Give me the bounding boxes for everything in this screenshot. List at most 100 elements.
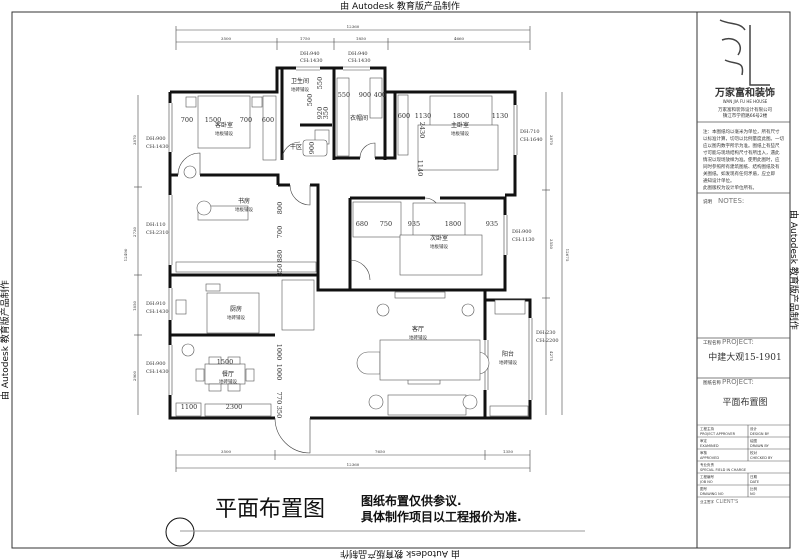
- label-text: 700: [240, 116, 252, 124]
- plant-icon: [181, 343, 195, 357]
- windows: [168, 66, 533, 400]
- title-block-frame: [696, 11, 791, 549]
- chair: [208, 383, 222, 392]
- label-text: 750: [380, 220, 392, 228]
- label-text: 600: [262, 116, 274, 124]
- plant-icon: [196, 200, 212, 216]
- furniture: [175, 77, 529, 417]
- floor-finish: 地砖铺设: [409, 334, 427, 341]
- label-text: PROJECT:: [722, 338, 754, 346]
- floor-finish: 地砖铺设: [219, 378, 237, 385]
- door-swings[interactable]: [177, 141, 441, 454]
- label-text: 935: [408, 220, 420, 228]
- watermark-right: 由 Autodesk 教育版产品制作: [788, 210, 800, 330]
- label-text: DRAWING NO: [700, 492, 724, 496]
- chair: [227, 356, 241, 365]
- label-text: CH:2200: [536, 338, 559, 344]
- floor-finish: 地砖铺设: [499, 359, 517, 366]
- floor-finish: 地砖铺设: [291, 86, 309, 93]
- label-text: 500: [306, 94, 314, 106]
- label-text: 工程主持: [700, 426, 714, 431]
- plant-icon: [461, 303, 475, 317]
- dim-top-total: 12360: [347, 24, 360, 29]
- label-text: 校对: [750, 450, 758, 455]
- notes-label: 说明: [703, 198, 712, 205]
- label-text: 600: [398, 112, 410, 120]
- room-kitchen: 厨房: [230, 305, 242, 313]
- nightstand: [251, 96, 263, 108]
- label-text: DH:900: [146, 361, 166, 367]
- label-text: 350: [322, 107, 330, 119]
- second-wardrobe: [352, 201, 402, 238]
- label-text: DH:940: [348, 51, 368, 57]
- label-text: 此图版权为设计单位所有。: [703, 184, 757, 191]
- floor-finish: 地板铺设: [235, 206, 253, 213]
- closet-shelf: [369, 77, 383, 119]
- floor-finish: 地砖铺设: [227, 314, 245, 321]
- dim-left: 3870: [132, 134, 137, 145]
- floor-finish: 地板铺设: [430, 243, 448, 250]
- label-text: 情况以现场放样为准。使用此图时，应: [703, 156, 780, 163]
- dim-right: 3870: [549, 135, 554, 146]
- watermark-bottom: 由 Autodesk 教育版产品制作: [340, 548, 460, 559]
- company-name-en: WAN JIA FU HE HOUSE: [723, 99, 768, 104]
- side-table: [462, 394, 478, 410]
- interior-dimensions: 700 1500 700 600 550 900 400 550 920 350…: [181, 77, 509, 418]
- chair: [227, 383, 241, 392]
- room-labels: 客卧室 地板铺设 卫生间 地砖铺设 干区 衣帽间 主卧室 地板铺设 书房 地板铺…: [215, 77, 518, 385]
- company-line: 万家富和装饰设计有限公司: [718, 106, 772, 113]
- room-balcony: 阳台: [502, 350, 514, 358]
- room-master-bedroom: 主卧室: [451, 121, 469, 129]
- room-living: 客厅: [412, 325, 424, 333]
- label-text: 920: [316, 107, 324, 119]
- room-second-bedroom: 次卧室: [430, 234, 448, 242]
- label-text: 880: [276, 250, 284, 262]
- disclaimer-line: 具体制作项目以工程报价为准.: [361, 509, 522, 524]
- dim-left: 2900: [132, 370, 137, 381]
- sofa: [387, 394, 467, 416]
- label-text: DH:900: [146, 136, 166, 142]
- washer: [494, 299, 526, 315]
- dim-bottom-total: 12360: [347, 462, 360, 467]
- label-text: 关图纸。如发现有任何矛盾，应立即: [703, 170, 775, 177]
- label-text: NO: [750, 492, 756, 496]
- label-text: DH:900: [512, 229, 532, 235]
- label-text: 350: [276, 264, 284, 276]
- label-text: 以标准计算，切勿以比例量度此图。一切: [703, 135, 784, 142]
- chair: [245, 368, 255, 382]
- room-closet: 衣帽间: [350, 114, 368, 122]
- walls: [168, 66, 532, 420]
- label-text: 寸可能与现场结构尺寸有所出入，遇此: [703, 149, 780, 156]
- label-text: 审定: [700, 438, 708, 443]
- guest-bed: [197, 95, 251, 149]
- plant-icon: [183, 165, 197, 179]
- label-text: 1800: [453, 112, 470, 120]
- dim-right-total: 12675: [565, 249, 570, 262]
- stove: [205, 283, 221, 292]
- chair: [208, 356, 222, 365]
- label-text: 1500: [205, 116, 222, 124]
- dim-top: 4660: [454, 36, 465, 41]
- label-text: CH:1430: [300, 58, 323, 64]
- label-text: 设计: [750, 426, 758, 431]
- label-text: 应以图内数字所示为准。图纸上有些尺: [703, 142, 780, 149]
- notes-text: 注：本图纸均以毫米为单位，所有尺寸 以标准计算，切勿以比例量度此图。一切 应以图…: [703, 128, 784, 191]
- label-text: 1800: [445, 220, 462, 228]
- project-name: 中建大观15-1901: [708, 351, 781, 363]
- label-text: DATE: [750, 480, 759, 484]
- label-text: 同时参照所有建筑图纸、结构图纸及有: [703, 163, 780, 170]
- balcony-cabinet: [489, 405, 529, 417]
- label-text: 1000: [275, 344, 283, 361]
- label-text: 900: [359, 91, 371, 99]
- label-text: 350: [275, 406, 283, 418]
- label-text: 通知设计单位。: [703, 177, 735, 184]
- notes-label-en: NOTES:: [718, 197, 744, 205]
- client-label: 业主签字: [700, 499, 714, 504]
- dim-left: 2730: [132, 226, 137, 237]
- label-text: CH:1430: [146, 309, 169, 315]
- side-table: [368, 394, 384, 410]
- dim-top: 1750: [300, 36, 311, 41]
- dim-bottom: 1350: [503, 449, 514, 454]
